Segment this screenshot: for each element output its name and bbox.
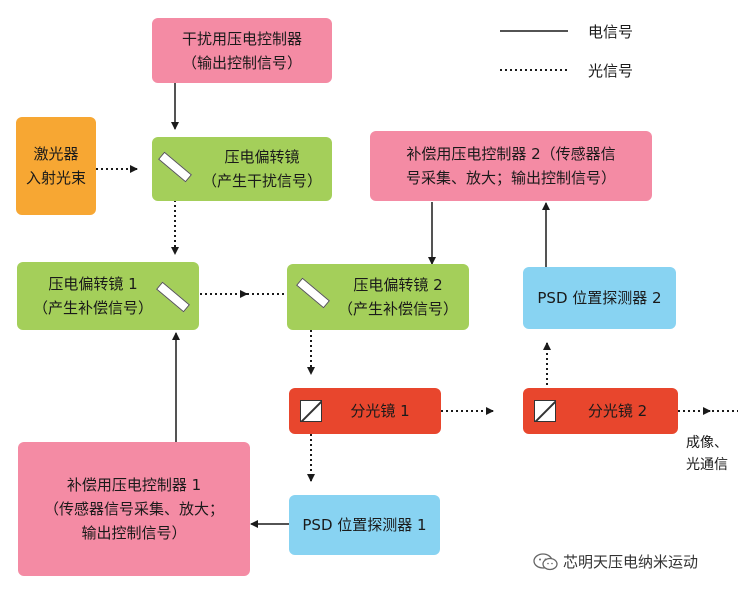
- node-line: 激光器: [33, 145, 79, 163]
- output-label: 成像、 光通信: [672, 432, 742, 476]
- legend-optical-label: 光信号: [588, 62, 634, 80]
- splitter-2-element: [534, 400, 556, 422]
- node-psd-1: PSD 位置探测器 1: [289, 495, 440, 555]
- node-line: 补偿用压电控制器 2（传感器信: [406, 145, 616, 163]
- node-splitter-1: 分光镜 1: [289, 388, 441, 434]
- output-line: 光通信: [686, 457, 728, 473]
- node-psd-2: PSD 位置探测器 2: [523, 267, 676, 329]
- node-line: （产生补偿信号）: [337, 300, 458, 318]
- watermark: 芯明天压电纳米运动: [533, 551, 698, 572]
- node-line: 入射光束: [25, 169, 86, 187]
- node-laser: 激光器 入射光束: [16, 117, 96, 215]
- node-interference-controller: 干扰用压电控制器 （输出控制信号）: [152, 18, 332, 83]
- node-line: 干扰用压电控制器: [181, 29, 302, 48]
- node-line: 分光镜 1: [350, 402, 410, 420]
- node-line: 输出控制信号）: [81, 524, 187, 542]
- node-line: （输出控制信号）: [181, 53, 302, 72]
- node-line: 补偿用压电控制器 1: [66, 476, 202, 494]
- node-line: 号采集、放大；输出控制信号）: [405, 169, 616, 187]
- legend-electrical-label: 电信号: [588, 23, 634, 41]
- watermark-text: 芯明天压电纳米运动: [563, 553, 699, 571]
- node-line: （传感器信号采集、放大；: [43, 500, 224, 518]
- node-line: PSD 位置探测器 2: [537, 289, 662, 307]
- node-comp-controller-2: 补偿用压电控制器 2（传感器信 号采集、放大；输出控制信号）: [370, 131, 652, 201]
- node-line: 压电偏转镜 2: [353, 276, 443, 294]
- node-mirror-comp-2: 压电偏转镜 2 （产生补偿信号）: [287, 264, 469, 330]
- node-line: （产生补偿信号）: [32, 299, 153, 317]
- node-line: 分光镜 2: [587, 402, 648, 420]
- node-line: 压电偏转镜 1: [48, 275, 138, 293]
- output-line: 成像、: [686, 435, 728, 451]
- node-comp-controller-1: 补偿用压电控制器 1 （传感器信号采集、放大； 输出控制信号）: [18, 442, 250, 576]
- node-line: 压电偏转镜: [224, 148, 300, 166]
- splitter-1-element: [300, 400, 322, 422]
- node-line: PSD 位置探测器 1: [302, 516, 427, 534]
- wechat-icon: [533, 552, 558, 570]
- node-line: （产生干扰信号）: [201, 172, 322, 190]
